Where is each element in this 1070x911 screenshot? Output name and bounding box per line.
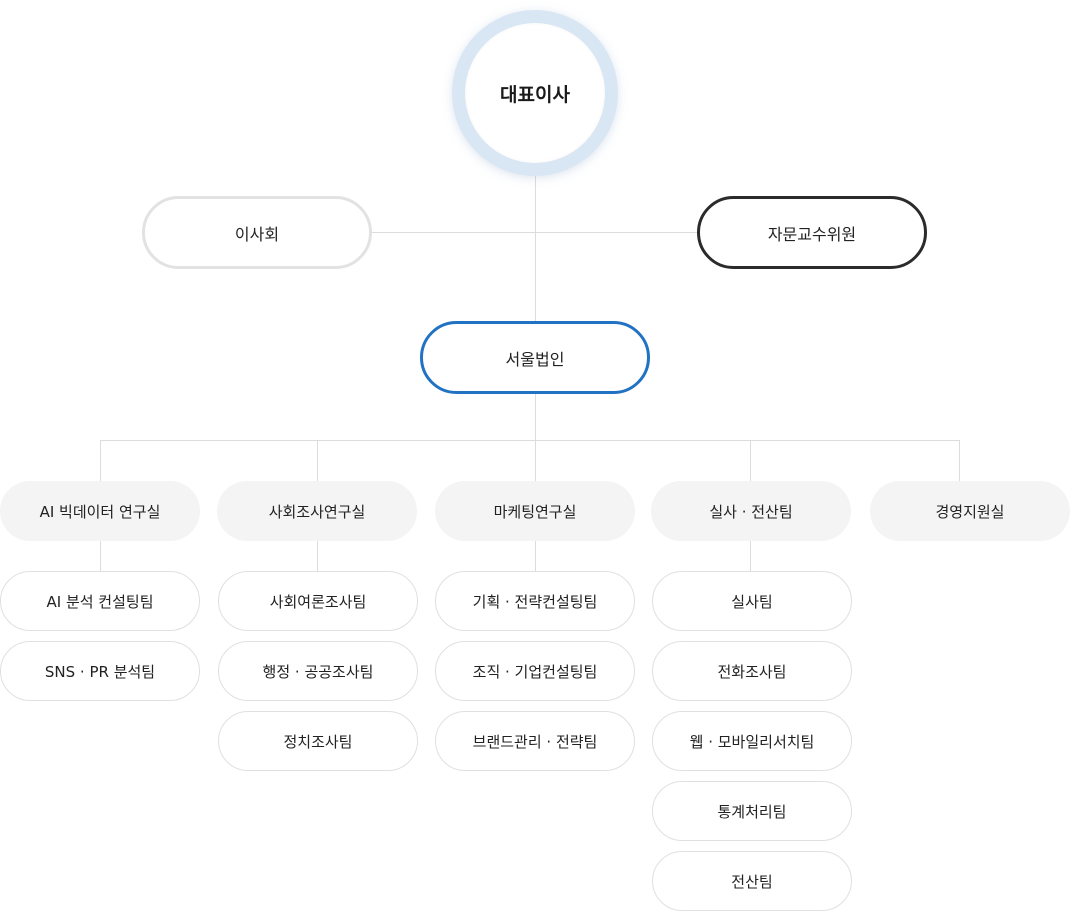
team-strategy-consulting: 기획 · 전략컨설팅팀 (435, 571, 635, 631)
dept-social-research: 사회조사연구실 (217, 481, 417, 541)
team-it: 전산팀 (652, 851, 852, 911)
team-web-mobile: 웹 · 모바일리서치팀 (652, 711, 852, 771)
team-sns-pr: SNS · PR 분석팀 (0, 641, 200, 701)
branch-node: 서울법인 (420, 321, 650, 394)
advisors-node: 자문교수위원 (697, 196, 927, 269)
team-fieldwork: 실사팀 (652, 571, 852, 631)
team-org-consulting: 조직 · 기업컨설팅팀 (435, 641, 635, 701)
dept-marketing-research: 마케팅연구실 (435, 481, 635, 541)
team-connector-2 (317, 540, 318, 572)
team-connector-1 (100, 540, 101, 572)
team-ai-consulting: AI 분석 컨설팅팀 (0, 571, 200, 631)
team-telephone-survey: 전화조사팀 (652, 641, 852, 701)
board-node: 이사회 (142, 196, 372, 269)
department-bus (100, 440, 960, 441)
team-public-admin: 행정 · 공공조사팀 (218, 641, 418, 701)
team-brand-strategy: 브랜드관리 · 전략팀 (435, 711, 635, 771)
dept-connector-1 (100, 440, 101, 481)
dept-fieldwork-it: 실사 · 전산팀 (651, 481, 851, 541)
ceo-node: 대표이사 (465, 23, 605, 163)
ceo-connector (535, 174, 536, 322)
branch-connector (535, 393, 536, 440)
team-connector-3 (535, 540, 536, 572)
dept-connector-2 (317, 440, 318, 481)
dept-connector-3 (535, 440, 536, 481)
team-connector-4 (750, 540, 751, 572)
dept-connector-5 (959, 440, 960, 481)
team-statistics: 통계처리팀 (652, 781, 852, 841)
team-public-opinion: 사회여론조사팀 (218, 571, 418, 631)
team-political: 정치조사팀 (218, 711, 418, 771)
dept-ai-bigdata: AI 빅데이터 연구실 (0, 481, 200, 541)
dept-connector-4 (750, 440, 751, 481)
board-connector (371, 232, 698, 233)
dept-management-support: 경영지원실 (870, 481, 1070, 541)
